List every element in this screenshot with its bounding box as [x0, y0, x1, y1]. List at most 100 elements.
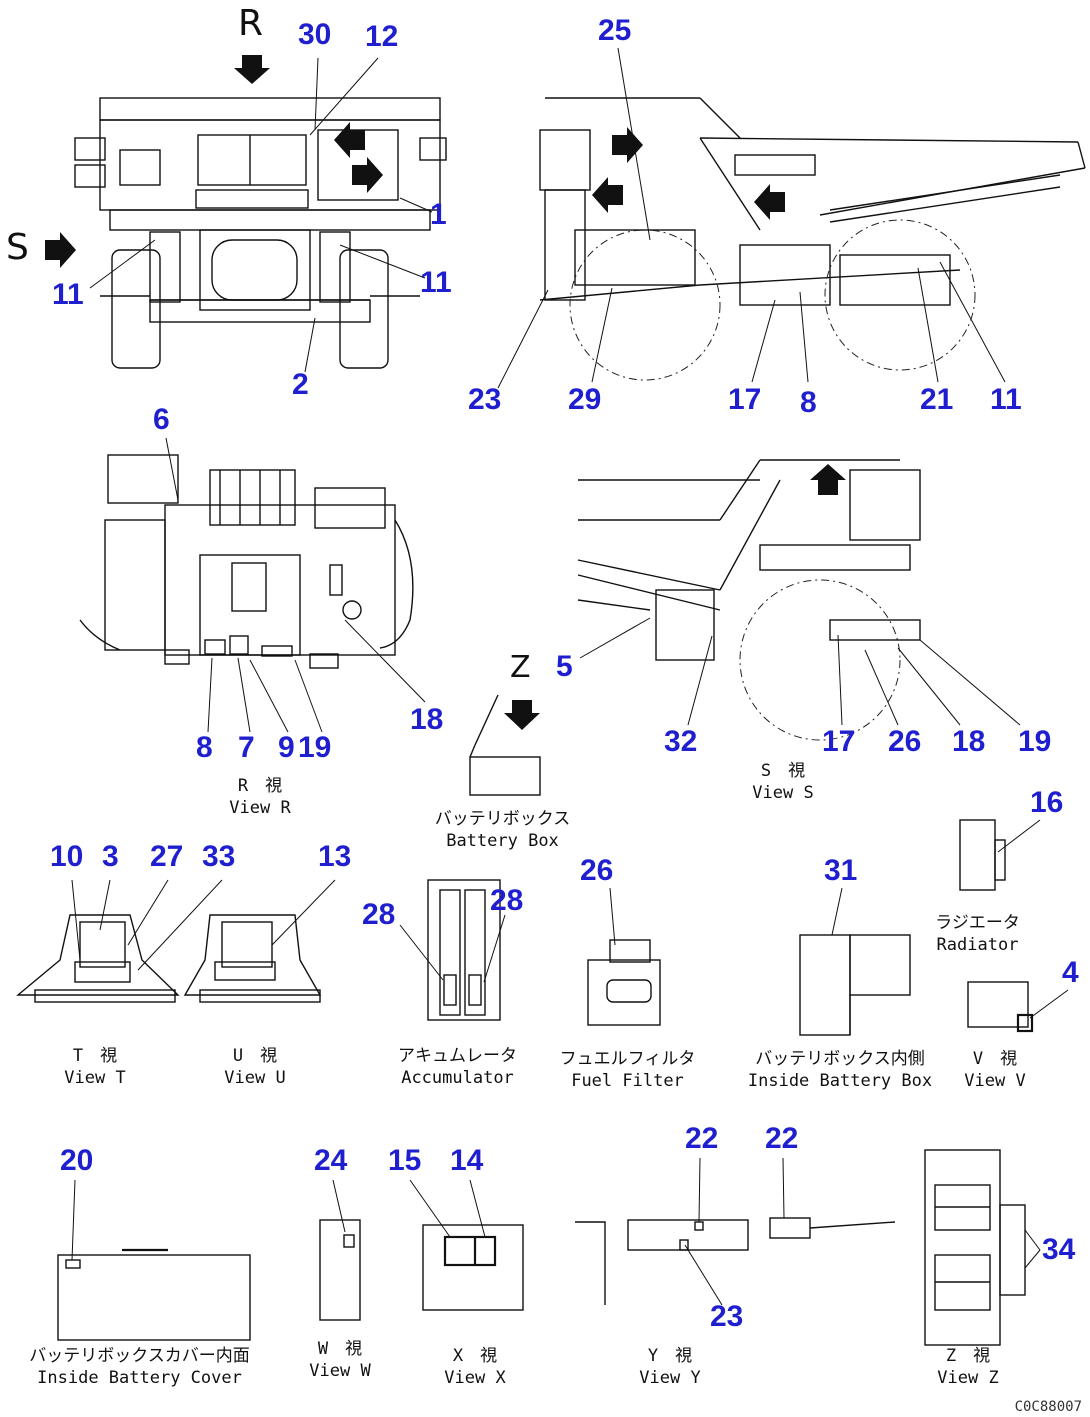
- callout: 12: [365, 20, 399, 53]
- callout: 15: [388, 1144, 422, 1177]
- side-view-drawing: [539, 97, 1086, 381]
- callout: 30: [298, 18, 332, 51]
- caption-radiator: ラジエータ Radiator: [925, 912, 1030, 956]
- callout: 13: [318, 840, 352, 873]
- callout: 26: [580, 854, 614, 887]
- arrow-s: [45, 232, 76, 268]
- view-t-u-drawing: [16, 914, 322, 1003]
- caption-jp: ラジエータ: [935, 913, 1020, 933]
- caption-jp: V 視: [972, 1049, 1018, 1069]
- caption-view-v: V 視 View V: [950, 1048, 1040, 1092]
- callout: 6: [153, 403, 170, 436]
- callout: 29: [568, 383, 602, 416]
- callout: 33: [202, 840, 236, 873]
- caption-en: Accumulator: [401, 1068, 514, 1088]
- callout: 3: [102, 840, 119, 873]
- caption-view-r: R 視 View R: [205, 775, 315, 819]
- caption-view-t: T 視 View T: [40, 1045, 150, 1089]
- caption-en: View Y: [639, 1368, 701, 1388]
- callout: 11: [420, 266, 452, 299]
- callout: 16: [1030, 786, 1064, 819]
- callout: 11: [990, 383, 1022, 416]
- caption-view-u: U 視 View U: [200, 1045, 310, 1089]
- callout: 23: [710, 1300, 744, 1333]
- arrow-r: [234, 55, 270, 84]
- caption-jp: バッテリボックス内側: [755, 1049, 925, 1069]
- callout: 1: [430, 198, 447, 231]
- view-s-drawing: [577, 459, 921, 741]
- callout: 27: [150, 840, 184, 873]
- callout: 19: [1018, 725, 1052, 758]
- view-letter-r: R: [238, 3, 264, 44]
- caption-en: Battery Box: [446, 831, 559, 851]
- caption-battery-box: バッテリボックス Battery Box: [420, 808, 585, 852]
- callout: 28: [490, 884, 524, 917]
- arrow-x: [810, 464, 846, 495]
- callout: 24: [314, 1144, 348, 1177]
- callout: 20: [60, 1144, 94, 1177]
- caption-jp: W 視: [317, 1339, 363, 1359]
- view-letter-s: S: [6, 227, 29, 268]
- callout: 28: [362, 898, 396, 931]
- callout: 11: [52, 278, 84, 311]
- caption-jp: S 視: [760, 761, 806, 781]
- callout: 23: [468, 383, 502, 416]
- caption-en: View Z: [937, 1368, 999, 1388]
- callout: 7: [238, 731, 255, 764]
- caption-en: View X: [444, 1368, 506, 1388]
- caption-jp: T 視: [72, 1046, 118, 1066]
- caption-jp: アキュムレータ: [398, 1046, 517, 1066]
- radiator-drawing: [959, 819, 1006, 891]
- callout: 18: [952, 725, 986, 758]
- caption-jp: U 視: [232, 1046, 278, 1066]
- caption-en: View W: [309, 1361, 371, 1381]
- callout: 4: [1062, 956, 1079, 989]
- callout: 34: [1042, 1233, 1076, 1266]
- caption-jp: Z 視: [945, 1346, 991, 1366]
- caption-jp: バッテリボックス: [434, 809, 571, 829]
- callout: 17: [822, 725, 856, 758]
- callout: 22: [685, 1122, 719, 1155]
- caption-accumulator: アキュムレータ Accumulator: [385, 1045, 530, 1089]
- callout: 10: [50, 840, 84, 873]
- caption-inside-battery-cover: バッテリボックスカバー内面 Inside Battery Cover: [12, 1345, 267, 1389]
- caption-en: Fuel Filter: [571, 1071, 684, 1091]
- arrow-t: [334, 122, 365, 158]
- caption-en: Inside Battery Box: [747, 1071, 933, 1091]
- caption-en: Radiator: [936, 935, 1019, 955]
- callout: 22: [765, 1122, 799, 1155]
- caption-view-x: X 視 View X: [425, 1345, 525, 1389]
- caption-jp: R 視: [237, 776, 283, 796]
- callout: 2: [292, 368, 309, 401]
- callout: 26: [888, 725, 922, 758]
- inside-battery-box-drawing: [799, 934, 911, 1036]
- drawing-code: C0C88007: [1014, 1399, 1082, 1415]
- callout: 17: [728, 383, 762, 416]
- caption-view-z: Z 視 View Z: [918, 1345, 1018, 1389]
- arrow-z: [504, 700, 540, 730]
- caption-jp: バッテリボックスカバー内面: [29, 1346, 250, 1366]
- caption-en: View U: [224, 1068, 286, 1088]
- view-r-drawing: [79, 454, 414, 669]
- callout: 19: [298, 731, 332, 764]
- callout: 9: [278, 731, 295, 764]
- caption-en: View V: [964, 1071, 1026, 1091]
- caption-en: Inside Battery Cover: [37, 1368, 242, 1388]
- view-w-drawing: [319, 1219, 361, 1321]
- battery-box-drawing: [469, 694, 541, 796]
- caption-jp: X 視: [452, 1346, 498, 1366]
- callout: 31: [824, 854, 858, 887]
- view-x-drawing: [422, 1224, 524, 1311]
- caption-view-y: Y 視 View Y: [620, 1345, 720, 1389]
- caption-en: View T: [64, 1068, 126, 1088]
- callout: 32: [664, 725, 698, 758]
- accumulator-drawing: [427, 879, 501, 1021]
- callout: 5: [556, 650, 573, 683]
- arrow-u: [352, 157, 383, 193]
- leader-lines: [71, 47, 1069, 1306]
- fuel-filter-drawing: [587, 939, 661, 1026]
- caption-view-s: S 視 View S: [728, 760, 838, 804]
- caption-jp: フュエルフィルタ: [559, 1049, 696, 1069]
- view-v-drawing: [967, 981, 1034, 1033]
